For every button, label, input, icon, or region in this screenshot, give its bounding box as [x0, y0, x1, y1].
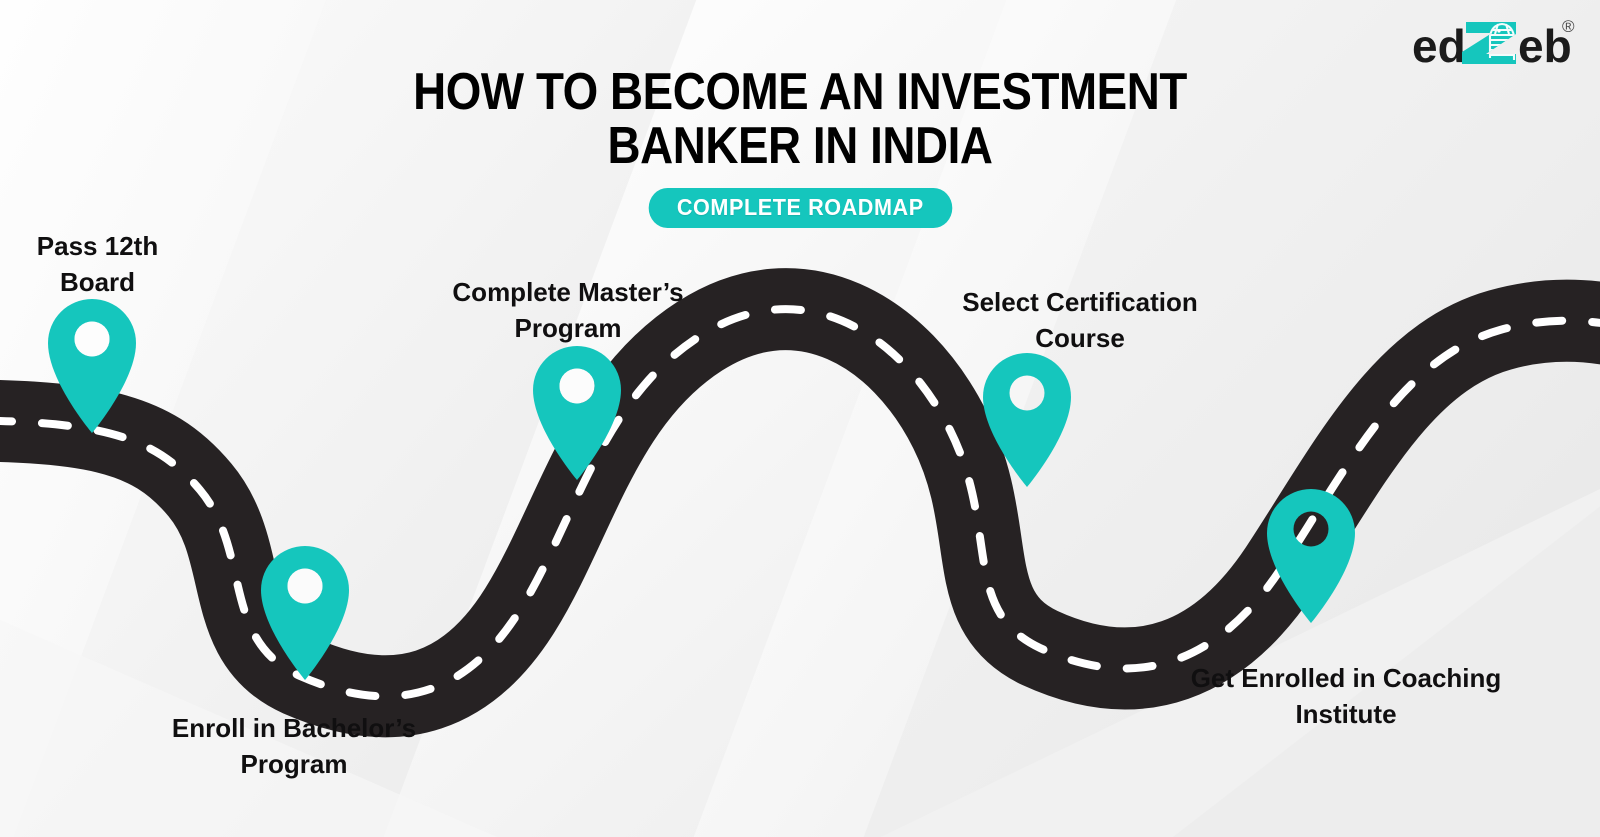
map-pin-3-hole [559, 368, 595, 404]
road-center-dashes [0, 305, 1600, 701]
edzeb-logo-icon: ed eb ® [1412, 17, 1575, 68]
map-pin-1-hole [74, 321, 110, 357]
map-pin-1[interactable] [48, 299, 136, 433]
logo-z-mark [1462, 22, 1516, 64]
road-path [0, 268, 1600, 738]
brand-logo: ed eb ® [1412, 14, 1580, 68]
map-pin-2-hole [287, 568, 323, 604]
logo-text-ed: ed [1412, 20, 1466, 68]
map-pin-2[interactable] [261, 546, 349, 680]
logo-text-eb: eb [1518, 20, 1572, 68]
registered-trademark-icon: ® [1562, 17, 1575, 36]
map-pin-3[interactable] [533, 346, 621, 480]
